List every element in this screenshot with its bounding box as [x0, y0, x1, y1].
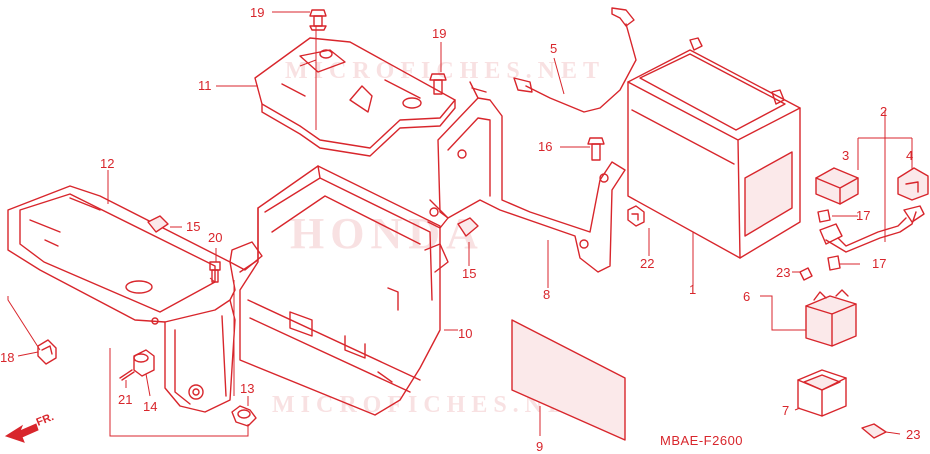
- callout-18: 18: [0, 350, 14, 365]
- part-1-battery: [627, 37, 801, 259]
- callout-numbers: 19 19 5 11 2 16 3 4 12 17 15 20 22 17 15…: [0, 5, 920, 454]
- callout-20: 20: [208, 230, 222, 245]
- callout-3: 3: [842, 148, 849, 163]
- callout-14: 14: [143, 399, 157, 414]
- callout-9: 9: [536, 439, 543, 454]
- callout-6: 6: [743, 289, 750, 304]
- bolt-17-upper: [817, 209, 831, 223]
- callout-4: 4: [906, 148, 913, 163]
- bolt-19-left: [309, 9, 327, 31]
- part-10-battery-case: [229, 165, 449, 416]
- callout-22: 22: [640, 256, 654, 271]
- callout-11: 11: [198, 78, 212, 93]
- part-11-battery-cover: [254, 37, 456, 157]
- diagram-code: MBAE-F2600: [660, 433, 743, 448]
- part-5-cable: [513, 7, 637, 113]
- part-4-terminal-cover: [897, 167, 929, 201]
- bolt-22: [627, 205, 645, 227]
- clip-15-right: [457, 217, 479, 237]
- callout-23b: 23: [906, 427, 920, 442]
- front-direction-label: FR.: [35, 411, 56, 429]
- front-direction-arrow: FR.: [4, 411, 56, 443]
- callout-12: 12: [100, 156, 114, 171]
- callout-17b: 17: [872, 256, 886, 271]
- callout-7: 7: [782, 403, 789, 418]
- part-6-relay: [805, 289, 857, 347]
- grommet-14: [133, 349, 155, 377]
- callout-16: 16: [538, 139, 552, 154]
- callout-10: 10: [458, 326, 472, 341]
- part-3-terminal-cover: [815, 167, 859, 205]
- callout-2: 2: [880, 104, 887, 119]
- part-9-battery-pad: [511, 319, 626, 441]
- bolt-20: [209, 261, 221, 283]
- callout-21: 21: [118, 392, 132, 407]
- callout-19b: 19: [432, 26, 446, 41]
- clip-15-left: [147, 215, 169, 233]
- watermark-center: HONDA: [290, 209, 484, 258]
- part-8-battery-bracket: [427, 81, 626, 273]
- bolt-17-lower: [827, 255, 841, 271]
- callout-15b: 15: [462, 266, 476, 281]
- bolt-19-right: [429, 73, 447, 95]
- bolt-16: [587, 137, 605, 161]
- callout-23a: 23: [776, 265, 790, 280]
- part-2-cable: [819, 205, 925, 253]
- clip-23-upper: [799, 267, 813, 281]
- leader-lines: [7, 11, 913, 437]
- callout-19a: 19: [250, 5, 264, 20]
- callout-13: 13: [240, 381, 254, 396]
- callout-17a: 17: [856, 208, 870, 223]
- clip-18: [37, 339, 57, 365]
- part-12-side-panel: [7, 185, 236, 413]
- part-7-relay-rubber: [797, 369, 847, 417]
- clip-23-lower: [861, 423, 887, 439]
- callout-1: 1: [689, 282, 696, 297]
- callout-5: 5: [550, 41, 557, 56]
- callout-8: 8: [543, 287, 550, 302]
- callout-15a: 15: [186, 219, 200, 234]
- pin-21: [119, 369, 135, 381]
- grommet-13: [231, 405, 257, 427]
